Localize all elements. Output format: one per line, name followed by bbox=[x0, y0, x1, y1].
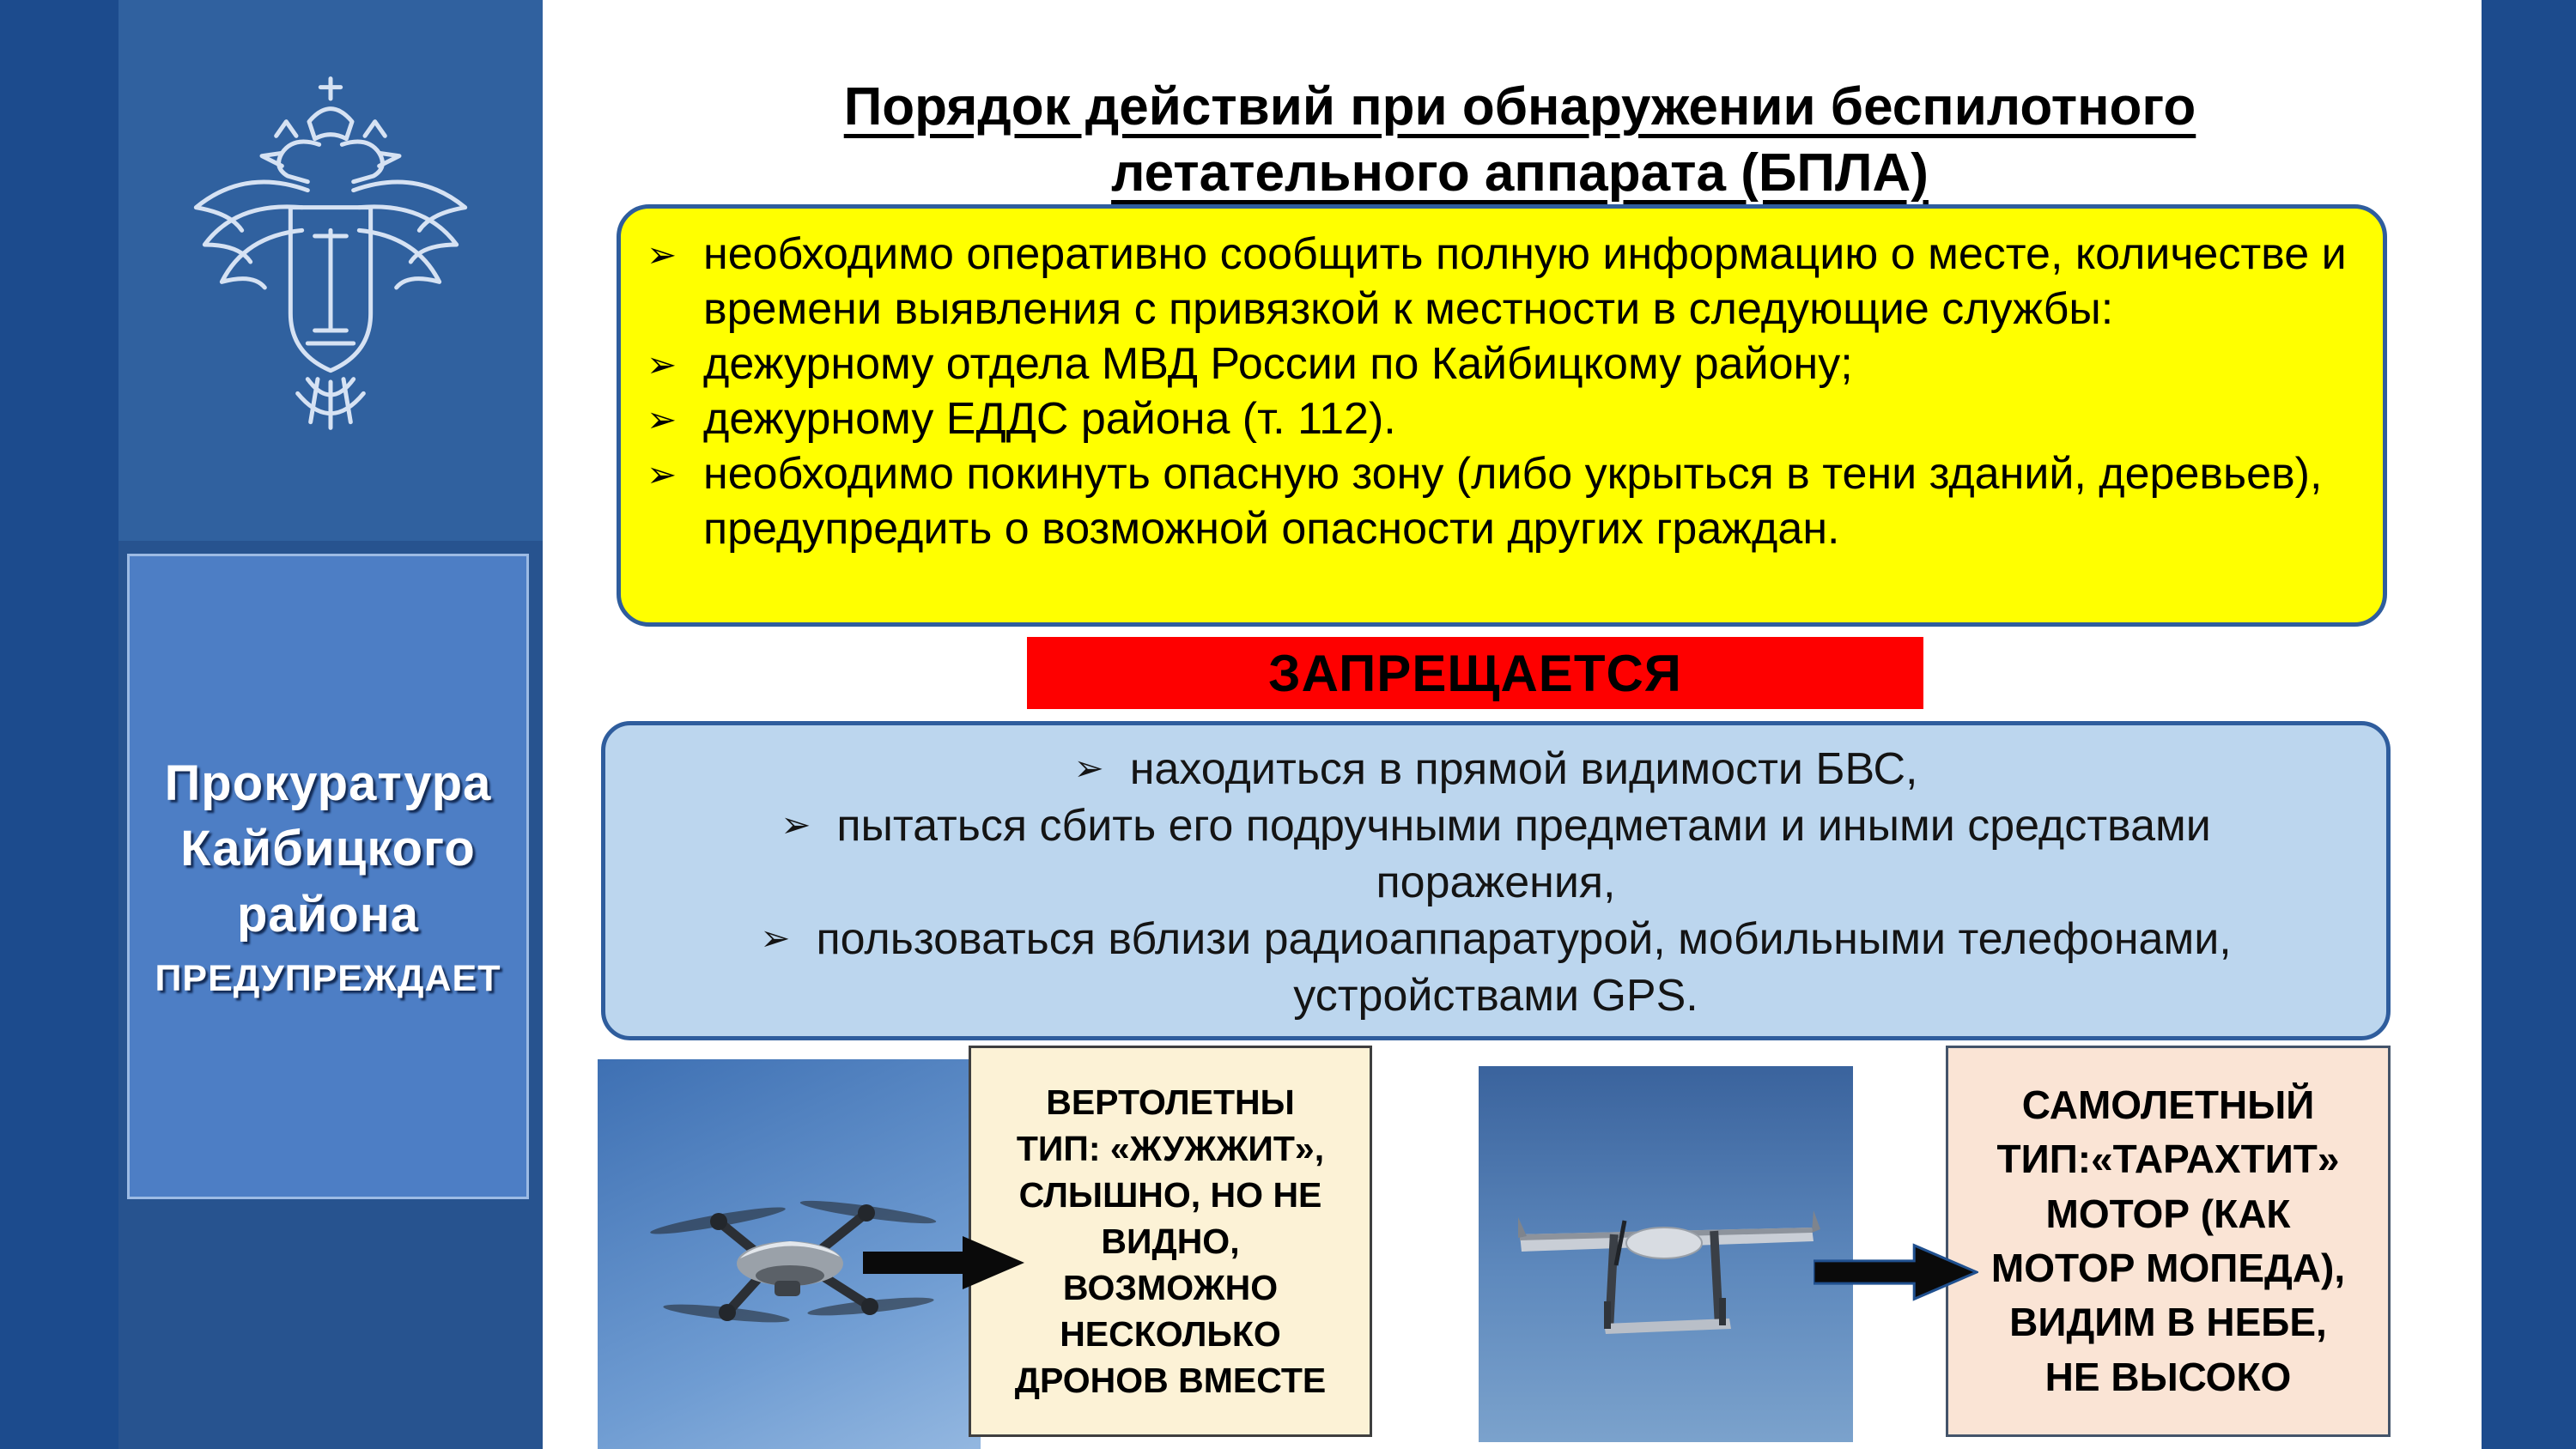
arrow-bullet-icon: ➢ bbox=[760, 918, 791, 959]
quadcopter-drone-illustration bbox=[650, 1200, 937, 1323]
instruction-text: дежурному отдела МВД России по Кайбицком… bbox=[703, 338, 1853, 389]
note-line: ВОЗМОЖНО bbox=[1062, 1268, 1279, 1308]
instruction-text: необходимо оперативно сообщить полную ин… bbox=[703, 229, 2347, 334]
note-line: САМОЛЕТНЫЙ bbox=[2021, 1082, 2315, 1127]
prohibition-item: ➢ находиться в прямой видимости БВС, bbox=[657, 741, 2335, 797]
org-name-line: Кайбицкого bbox=[180, 821, 476, 877]
prohibition-text: пытаться сбить его подручными предметами… bbox=[836, 801, 2211, 908]
instruction-item: ➢ дежурному ЕДДС района (т. 112). bbox=[647, 392, 2354, 447]
page-title-line-1: Порядок действий при обнаружении беспило… bbox=[843, 76, 2196, 136]
arrow-bullet-icon: ➢ bbox=[647, 234, 677, 275]
arrow-bullet-icon: ➢ bbox=[647, 453, 677, 494]
pointer-arrow-icon bbox=[1814, 1241, 1978, 1303]
arrow-bullet-icon: ➢ bbox=[1073, 748, 1104, 788]
instruction-text: дежурному ЕДДС района (т. 112). bbox=[703, 393, 1396, 444]
note-line: МОТОР (КАК bbox=[2045, 1191, 2291, 1236]
emblem-panel bbox=[118, 0, 543, 541]
prohibitions-box: ➢ находиться в прямой видимости БВС, ➢ пыт… bbox=[601, 721, 2391, 1040]
arrow-bullet-icon: ➢ bbox=[647, 343, 677, 385]
right-border-strip bbox=[2482, 0, 2576, 1449]
fixed-wing-drone-photo bbox=[1479, 1066, 1853, 1442]
org-name-line: Прокуратура bbox=[164, 755, 492, 811]
note-line: ВИДНО, bbox=[1101, 1221, 1240, 1261]
org-warns-label: ПРЕДУПРЕЖДАЕТ bbox=[155, 958, 501, 1000]
prosecutor-eagle-emblem-icon bbox=[193, 76, 468, 430]
note-line: ВИДИМ В НЕБЕ, bbox=[2009, 1300, 2327, 1345]
forbidden-banner: ЗАПРЕЩАЕТСЯ bbox=[1027, 637, 1923, 709]
page-title: Порядок действий при обнаружении беспило… bbox=[601, 74, 2439, 207]
note-line: ВЕРТОЛЕТНЫ bbox=[1046, 1082, 1295, 1122]
fixed-wing-drone-illustration bbox=[1518, 1210, 1820, 1334]
arrow-bullet-icon: ➢ bbox=[781, 804, 811, 846]
note-line: СЛЫШНО, НО НЕ bbox=[1018, 1174, 1322, 1215]
instruction-item: ➢ необходимо покинуть опасную зону (либо… bbox=[647, 447, 2354, 557]
prohibition-item: ➢ пользоваться вблизи радиоаппаратурой, м… bbox=[657, 911, 2335, 1024]
prohibition-text: пользоваться вблизи радиоаппаратурой, мо… bbox=[816, 914, 2232, 1022]
note-line: НЕ ВЫСОКО bbox=[2044, 1354, 2292, 1399]
helicopter-type-note: ВЕРТОЛЕТНЫ ТИП: «ЖУЖЖИТ», СЛЫШНО, НО НЕ … bbox=[969, 1046, 1372, 1437]
left-border-strip bbox=[0, 0, 118, 1449]
note-line: ТИП: «ЖУЖЖИТ», bbox=[1016, 1128, 1325, 1168]
org-name-line: района bbox=[236, 886, 420, 943]
note-line: МОТОР МОПЕДА), bbox=[1990, 1246, 2346, 1290]
instruction-text: необходимо покинуть опасную зону (либо у… bbox=[703, 448, 2323, 554]
instruction-item: ➢ дежурному отдела МВД России по Кайбицк… bbox=[647, 337, 2354, 392]
note-line: ТИП:«ТАРАХТИТ» bbox=[1996, 1137, 2340, 1182]
note-line: НЕСКОЛЬКО bbox=[1060, 1314, 1281, 1355]
prohibition-text: находиться в прямой видимости БВС, bbox=[1129, 744, 1918, 794]
pointer-arrow-icon bbox=[862, 1233, 1027, 1293]
instruction-item: ➢ необходимо оперативно сообщить полную … bbox=[647, 227, 2354, 337]
airplane-type-note: САМОЛЕТНЫЙ ТИП:«ТАРАХТИТ» МОТОР (КАК МОТ… bbox=[1946, 1046, 2391, 1437]
note-line: ДРОНОВ ВМЕСТЕ bbox=[1014, 1361, 1327, 1401]
prosecutor-office-box: Прокуратура Кайбицкого района ПРЕДУПРЕЖД… bbox=[127, 554, 529, 1199]
prohibition-item: ➢ пытаться сбить его подручными предметам… bbox=[657, 797, 2335, 911]
arrow-bullet-icon: ➢ bbox=[647, 398, 677, 440]
sidebar: Прокуратура Кайбицкого района ПРЕДУПРЕЖД… bbox=[118, 0, 543, 1449]
instructions-box: ➢ необходимо оперативно сообщить полную … bbox=[617, 204, 2387, 627]
page-title-line-2: летательного аппарата (БПЛА) bbox=[1111, 143, 1929, 203]
